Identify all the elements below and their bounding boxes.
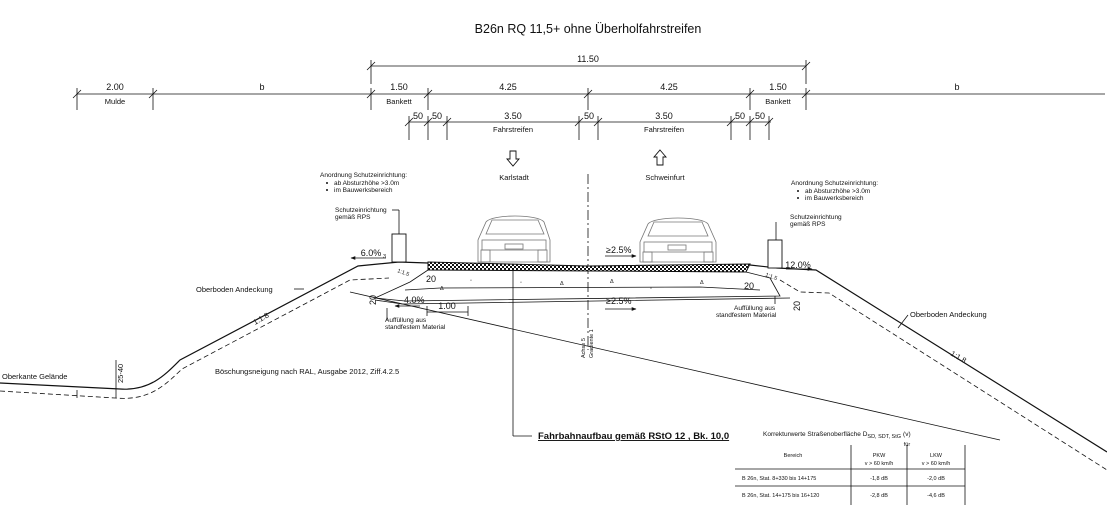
axis-label-1: Achse 5 bbox=[581, 338, 587, 358]
ratio-15-right: 1:1.5 bbox=[764, 272, 778, 282]
table-col-lkw: LKW bbox=[930, 453, 943, 459]
note-auffuellung-left: Auffüllung aus standfestem Material bbox=[385, 308, 446, 331]
note-schutz-left-b2: im Bauwerksbereich bbox=[334, 187, 393, 194]
table-col-lkw-sub: v > 60 km/h bbox=[922, 461, 951, 467]
dim-bankett-right-label: Bankett bbox=[765, 97, 791, 106]
svg-text:◦: ◦ bbox=[650, 286, 652, 292]
dim-lane-left-width: 3.50 bbox=[504, 111, 522, 121]
slope-6: 6.0% bbox=[361, 248, 382, 258]
table-title-main: Korrekturwerte Straßenoberfläche D bbox=[763, 431, 868, 438]
slope-25-top: ≥2.5% bbox=[606, 245, 631, 255]
dim-gap-1: 50 bbox=[413, 111, 423, 121]
note-auff-right-2: standfestem Material bbox=[716, 312, 777, 319]
svg-text:Korrekturwerte Straßenoberfläc: Korrekturwerte Straßenoberfläche DSD, SD… bbox=[763, 431, 911, 440]
direction-right-label: Schweinfurt bbox=[645, 173, 685, 182]
note-auff-left-2: standfestem Material bbox=[385, 324, 446, 331]
slope-4: 4.0% bbox=[404, 295, 425, 305]
svg-text:Δ: Δ bbox=[560, 281, 564, 287]
direction-schweinfurt: Schweinfurt bbox=[645, 149, 686, 182]
table-row-1-pkw: -1,8 dB bbox=[870, 476, 888, 482]
label-oberboden-left: Oberboden Andeckung bbox=[196, 285, 273, 294]
vert-20-c: 20 bbox=[368, 295, 378, 305]
dim-gap-3: 50 bbox=[584, 111, 594, 121]
dimension-row-main: 2.00 Mulde b 1.50 Bankett 4.25 4.25 1.50… bbox=[72, 82, 1105, 110]
label-oberboden-right: Oberboden Andeckung bbox=[910, 310, 987, 319]
table-row-1-lkw: -2,0 dB bbox=[927, 476, 945, 482]
drawing-title: B26n RQ 11,5+ ohne Überholfahrstreifen bbox=[475, 22, 702, 36]
correction-table: Korrekturwerte Straßenoberfläche DSD, SD… bbox=[735, 431, 966, 505]
vert-20-b: 20 bbox=[744, 281, 754, 291]
direction-left-label: Karlstadt bbox=[499, 173, 530, 182]
svg-text:Δ: Δ bbox=[700, 280, 704, 286]
svg-text:◦: ◦ bbox=[470, 278, 472, 284]
dim-half-left: 4.25 bbox=[499, 82, 517, 92]
dim-bankett-left-width: 1.50 bbox=[390, 82, 408, 92]
car-left bbox=[477, 215, 551, 263]
note-schutz-right-b1: ab Absturzhöhe >3.0m bbox=[805, 188, 870, 195]
note-rps-right-1: Schutzeinrichtung bbox=[790, 214, 842, 221]
note-rps-right-2: gemäß RPS bbox=[790, 221, 826, 228]
dim-mulde-width: 2.00 bbox=[106, 82, 124, 92]
width-100: 1.00 bbox=[438, 301, 456, 311]
note-auff-right-1: Auffüllung aus bbox=[734, 305, 776, 312]
table-col-bereich: Bereich bbox=[784, 453, 803, 459]
dim-gap-4: 50 bbox=[735, 111, 745, 121]
note-schutz-right-b2: im Bauwerksbereich bbox=[805, 195, 864, 202]
label-oberkante-gelaende: Oberkante Gelände bbox=[2, 372, 67, 381]
dim-bankett-right-width: 1.50 bbox=[769, 82, 787, 92]
note-schutz-right: Anordnung Schutzeinrichtung: ab Absturzh… bbox=[790, 180, 878, 228]
dim-lane-right-width: 3.50 bbox=[655, 111, 673, 121]
note-rps-left-1: Schutzeinrichtung bbox=[335, 207, 387, 214]
slope-12: 12.0% bbox=[785, 260, 811, 270]
table-title-sub: SD, SDT, StG bbox=[867, 434, 901, 440]
dim-mulde-label: Mulde bbox=[105, 97, 125, 106]
note-auff-left-1: Auffüllung aus bbox=[385, 317, 427, 324]
note-rps-left-2: gemäß RPS bbox=[335, 214, 371, 221]
dim-b-left: b bbox=[259, 82, 264, 92]
height-25-40: 25-40 bbox=[116, 364, 125, 383]
car-right bbox=[639, 217, 717, 263]
dim-gap-5: 50 bbox=[755, 111, 765, 121]
svg-text:◦: ◦ bbox=[520, 280, 522, 286]
vert-20-d: 20 bbox=[792, 301, 802, 311]
table-row-2-pkw: -2,8 dB bbox=[870, 493, 888, 499]
table-col-pkw-sub: v > 60 km/h bbox=[865, 461, 894, 467]
table-row-1-bereich: B 26n, Stat. 8+330 bis 14+175 bbox=[742, 476, 816, 482]
arrow-down-icon bbox=[506, 150, 520, 167]
svg-text:Δ: Δ bbox=[610, 279, 614, 285]
pavement: Δ ◦ ◦ Δ ◦ Δ Δ bbox=[373, 261, 791, 305]
note-schutz-left-b1: ab Absturzhöhe >3.0m bbox=[334, 180, 399, 187]
dim-gap-2: 50 bbox=[432, 111, 442, 121]
slope-25-bottom: ≥2.5% bbox=[606, 296, 631, 306]
dimension-total-value: 11.50 bbox=[577, 54, 599, 64]
svg-text:Δ: Δ bbox=[440, 286, 444, 292]
dim-b-right: b bbox=[954, 82, 959, 92]
slope-18-left: 1:1.8 bbox=[252, 311, 271, 327]
axis-label-2: Gradiente 1 bbox=[589, 329, 595, 358]
guardrail-right bbox=[767, 239, 783, 269]
table-title-tail: (v) bbox=[903, 431, 911, 438]
table-col-pkw: PKW bbox=[873, 453, 886, 459]
note-schutz-left-title: Anordnung Schutzeinrichtung: bbox=[320, 172, 407, 179]
arrow-up-icon bbox=[653, 149, 667, 166]
dim-bankett-left-label: Bankett bbox=[386, 97, 412, 106]
dimension-row-lanes: 50 50 3.50 Fahrstreifen 50 3.50 Fahrstre… bbox=[404, 111, 774, 140]
note-auffuellung-right: Auffüllung aus standfestem Material bbox=[716, 296, 777, 319]
dim-lane-right-label: Fahrstreifen bbox=[644, 125, 684, 134]
guardrail-left bbox=[391, 233, 407, 263]
dimension-total: 11.50 bbox=[366, 54, 811, 84]
vert-3: 3 bbox=[383, 254, 386, 260]
dim-lane-left-label: Fahrstreifen bbox=[493, 125, 533, 134]
note-schutz-left: Anordnung Schutzeinrichtung: ab Absturzh… bbox=[320, 172, 407, 221]
label-boeschung: Böschungsneigung nach RAL, Ausgabe 2012,… bbox=[215, 367, 399, 376]
vert-20-a: 20 bbox=[426, 274, 436, 284]
ratio-15-left: 1:1.5 bbox=[396, 268, 410, 278]
table-row-2-lkw: -4,6 dB bbox=[927, 493, 945, 499]
table-row-2-bereich: B 26n, Stat. 14+175 bis 16+120 bbox=[742, 493, 819, 499]
label-fahrbahnaufbau: Fahrbahnaufbau gemäß RStO 12 , Bk. 10,0 bbox=[538, 431, 729, 442]
note-schutz-right-title: Anordnung Schutzeinrichtung: bbox=[791, 180, 878, 187]
direction-karlstadt: Karlstadt bbox=[499, 150, 530, 182]
dim-half-right: 4.25 bbox=[660, 82, 678, 92]
